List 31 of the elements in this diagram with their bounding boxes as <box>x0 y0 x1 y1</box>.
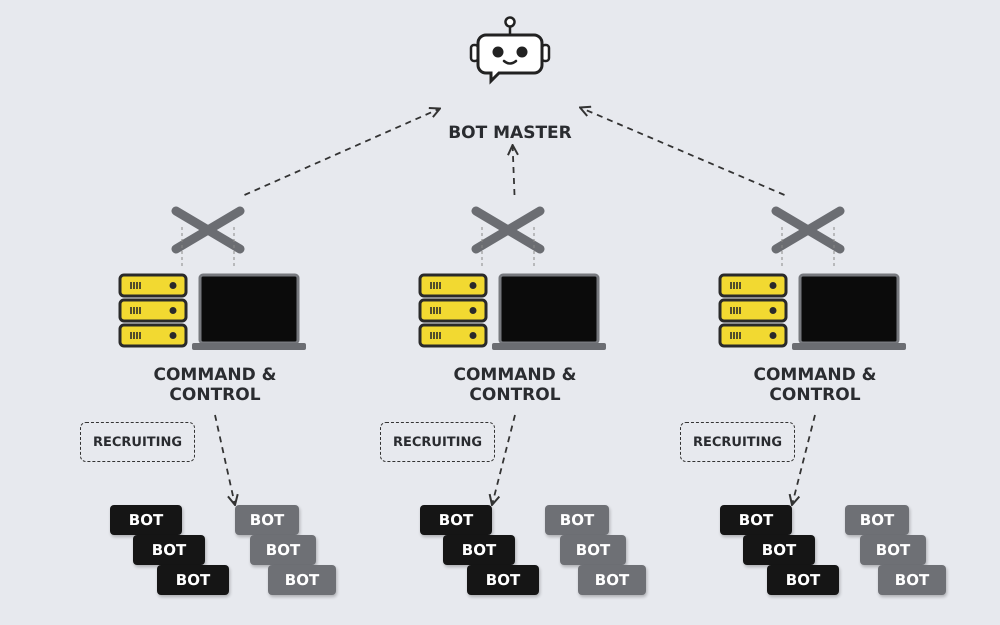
bot-box: BOT <box>133 535 205 565</box>
node-title: COMMAND & CONTROL <box>152 365 278 405</box>
bot-box: BOT <box>767 565 839 595</box>
bot-box: BOT <box>560 535 626 565</box>
bot-box: BOT <box>268 565 336 595</box>
dashed-arrow <box>214 414 239 506</box>
bot-box: BOT <box>878 565 946 595</box>
node-title: COMMAND & CONTROL <box>752 365 878 405</box>
bot-box: BOT <box>720 505 792 535</box>
dashed-arrow <box>488 414 516 506</box>
bot-box: BOT <box>420 505 492 535</box>
bot-box: BOT <box>545 505 609 535</box>
dashed-arrow <box>788 414 816 506</box>
bot-box: BOT <box>250 535 316 565</box>
node-title: COMMAND & CONTROL <box>452 365 578 405</box>
bot-box: BOT <box>110 505 182 535</box>
bot-box: BOT <box>443 535 515 565</box>
bot-box: BOT <box>845 505 909 535</box>
bot-box: BOT <box>860 535 926 565</box>
dashed-arrow <box>506 144 519 196</box>
dashed-label-box: RECRUITING <box>680 422 795 462</box>
dashed-arrow <box>579 106 785 196</box>
node-title: BOT MASTER <box>447 123 573 143</box>
bot-box: BOT <box>157 565 229 595</box>
bot-box: BOT <box>235 505 299 535</box>
bot-box: BOT <box>578 565 646 595</box>
dashed-arrow <box>244 106 441 196</box>
bot-box: BOT <box>743 535 815 565</box>
bot-box: BOT <box>467 565 539 595</box>
dashed-label-box: RECRUITING <box>80 422 195 462</box>
dashed-label-box: RECRUITING <box>380 422 495 462</box>
